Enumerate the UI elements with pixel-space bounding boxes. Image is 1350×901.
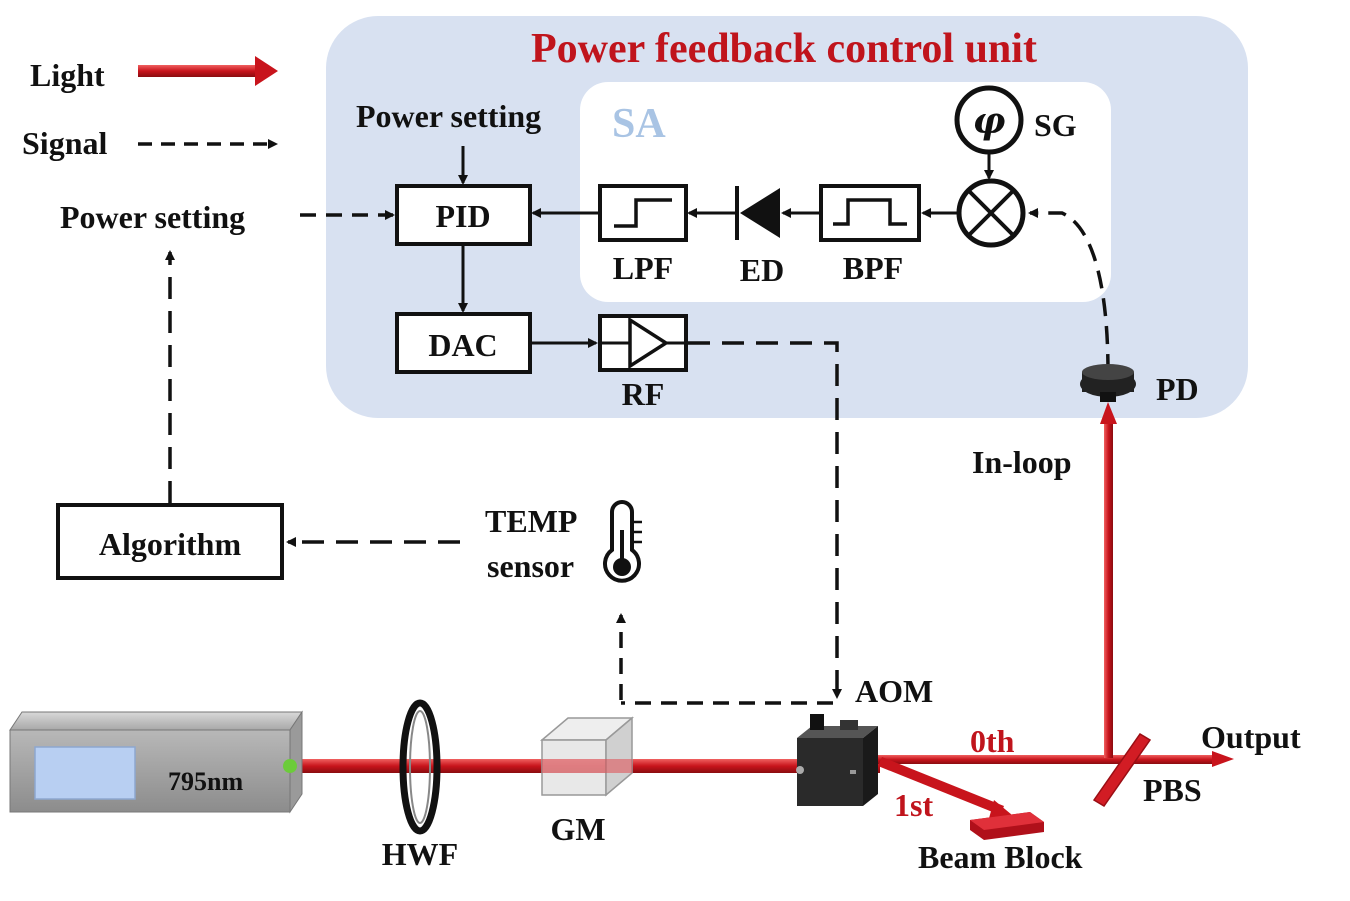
- first-order-beam: [878, 757, 1004, 815]
- power-setting-left-label: Power setting: [60, 199, 245, 235]
- half-wave-plate-icon: [399, 699, 441, 835]
- pbs-label: PBS: [1143, 772, 1202, 808]
- rf-amplifier-icon: [598, 314, 688, 372]
- ed-label: ED: [740, 252, 784, 288]
- in-loop-arrow-icon: [1100, 402, 1117, 424]
- lpf-label: LPF: [613, 250, 673, 286]
- mixer-icon: [956, 178, 1026, 248]
- lpf-filter-icon: [598, 184, 688, 242]
- sensor-label: sensor: [487, 548, 574, 584]
- pbs-icon: [1092, 732, 1152, 808]
- bpf-filter-icon: [819, 184, 921, 242]
- light-legend-arrow-icon: [138, 56, 278, 86]
- beam-block-label: Beam Block: [918, 839, 1083, 875]
- zeroth-order-label: 0th: [970, 723, 1015, 759]
- algorithm-block: [56, 503, 284, 580]
- gm-cube-icon: [539, 716, 635, 797]
- power-setting-top-label: Power setting: [356, 98, 541, 134]
- sg-label: SG: [1034, 107, 1077, 143]
- aom-label: AOM: [855, 673, 933, 709]
- pd-label: PD: [1156, 371, 1199, 407]
- in-loop-label: In-loop: [972, 444, 1072, 480]
- dac-label: DAC: [428, 327, 497, 363]
- laser-source-icon: [9, 710, 303, 814]
- pid-label: PID: [435, 198, 490, 234]
- first-order-label: 1st: [894, 787, 933, 823]
- output-arrow-icon: [1212, 751, 1234, 767]
- panel-title: Power feedback control unit: [531, 26, 1037, 72]
- algorithm-label: Algorithm: [99, 526, 242, 562]
- in-loop-beam: [1104, 418, 1113, 758]
- phi-symbol: φ: [973, 100, 1006, 142]
- temp-label: TEMP: [485, 503, 577, 539]
- thermometer-icon: [603, 500, 642, 583]
- bpf-label: BPF: [843, 250, 903, 286]
- rf-to-aom-signal: [688, 341, 842, 699]
- gm-label: GM: [550, 811, 605, 847]
- beam-block-icon: [970, 812, 1044, 840]
- zeroth-order-beam: [878, 755, 1214, 764]
- output-label: Output: [1201, 719, 1301, 755]
- pid-block: [395, 184, 532, 246]
- aom-device-icon: [796, 714, 878, 806]
- sa-label: SA: [612, 101, 666, 147]
- hwf-label: HWF: [382, 836, 458, 872]
- photodetector-icon: [1080, 364, 1136, 402]
- rf-label: RF: [622, 376, 665, 412]
- laser-wavelength-label: 795nm: [168, 767, 243, 796]
- dac-block: [395, 312, 532, 374]
- legend-signal-label: Signal: [22, 125, 107, 161]
- legend-light-label: Light: [30, 57, 105, 93]
